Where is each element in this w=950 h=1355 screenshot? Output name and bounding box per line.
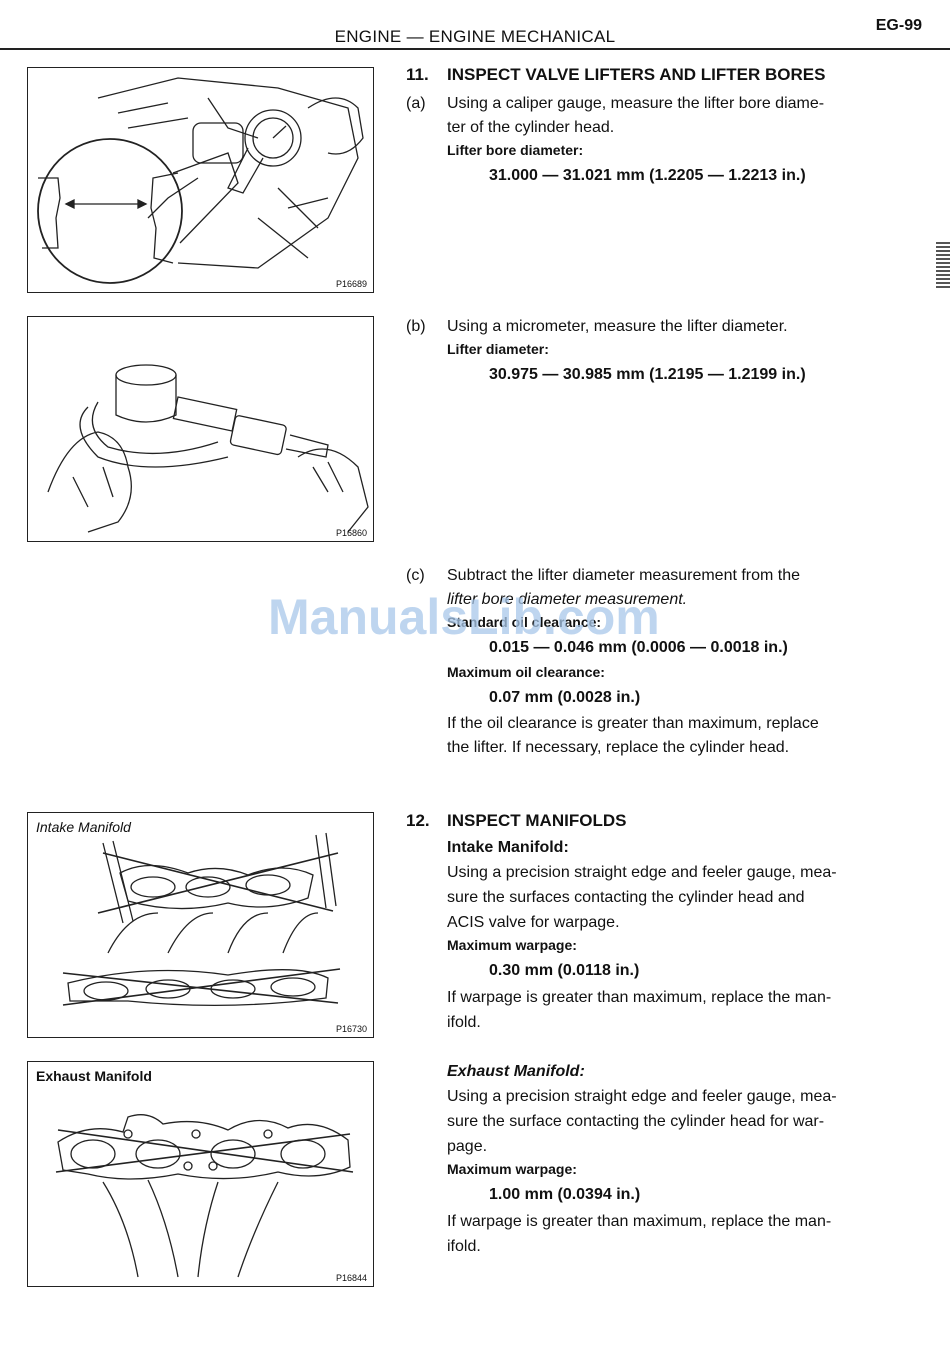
figure-id: P16860 bbox=[335, 528, 367, 538]
step-12-title: INSPECT MANIFOLDS bbox=[447, 811, 627, 830]
step-12-number: 12. bbox=[406, 811, 430, 830]
step-11a-spec-value: 31.000 — 31.021 mm (1.2205 — 1.2213 in.) bbox=[489, 167, 806, 184]
exhaust-line2: sure the surface contacting the cylinder… bbox=[447, 1113, 825, 1130]
step-11a-marker: (a) bbox=[406, 95, 426, 112]
figure-micrometer: P16860 bbox=[27, 316, 374, 542]
step-11c-max-label: Maximum oil clearance: bbox=[447, 664, 605, 680]
intake-heading: Intake Manifold: bbox=[447, 839, 569, 856]
step-11c-line2: lifter bore diameter measurement. bbox=[447, 591, 688, 608]
intake-spec-value: 0.30 mm (0.0118 in.) bbox=[489, 962, 640, 979]
step-11c-note1: If the oil clearance is greater than max… bbox=[447, 715, 819, 732]
step-11c-std-value: 0.015 — 0.046 mm (0.0006 — 0.0018 in.) bbox=[489, 639, 788, 656]
intake-line2: sure the surfaces contacting the cylinde… bbox=[447, 889, 805, 906]
intake-line1: Using a precision straight edge and feel… bbox=[447, 864, 837, 881]
step-11b-spec-value: 30.975 — 30.985 mm (1.2195 — 1.2199 in.) bbox=[489, 366, 806, 383]
exhaust-spec-value: 1.00 mm (0.0394 in.) bbox=[489, 1186, 641, 1203]
exhaust-manifold-illustration bbox=[55, 1114, 354, 1278]
step-11b-line1: Using a micrometer, measure the lifter d… bbox=[447, 318, 788, 335]
intake-note1: If warpage is greater than maximum, repl… bbox=[447, 989, 832, 1006]
figure-id: P16689 bbox=[335, 279, 367, 289]
exhaust-line1: Using a precision straight edge and feel… bbox=[447, 1088, 837, 1105]
exhaust-spec-label: Maximum warpage: bbox=[447, 1161, 577, 1177]
step-11c-marker: (c) bbox=[406, 567, 425, 584]
intake-manifold-illustration bbox=[62, 832, 341, 1006]
step-11b-spec-label: Lifter diameter: bbox=[447, 341, 549, 357]
exhaust-note1: If warpage is greater than maximum, repl… bbox=[447, 1213, 832, 1230]
step-11a-line2: ter of the cylinder head. bbox=[447, 119, 615, 136]
step-11c-note2: the lifter. If necessary, replace the cy… bbox=[447, 739, 790, 756]
step-11c-std-label: Standard oil clearance: bbox=[447, 614, 602, 630]
intake-note2: ifold. bbox=[447, 1014, 481, 1031]
figure-intake-manifold: Intake Manifold P16730 bbox=[27, 812, 374, 1038]
figure-label: Exhaust Manifold bbox=[36, 1068, 152, 1084]
step-11c-max-value: 0.07 mm (0.0028 in.) bbox=[489, 689, 641, 706]
watermark: ManualsLib.com bbox=[268, 589, 660, 645]
step-11a-line1: Using a caliper gauge, measure the lifte… bbox=[447, 95, 825, 112]
page-number: EG-99 bbox=[875, 17, 922, 34]
intake-spec-label: Maximum warpage: bbox=[447, 937, 577, 953]
header-rule bbox=[0, 48, 950, 50]
running-header: ENGINE — ENGINE MECHANICAL bbox=[334, 27, 616, 46]
figure-label: Intake Manifold bbox=[36, 819, 131, 835]
caliper-gauge-illustration bbox=[37, 77, 364, 284]
section-tab-mark bbox=[936, 240, 950, 288]
step-11b-marker: (b) bbox=[406, 318, 426, 335]
exhaust-line3: page. bbox=[447, 1138, 488, 1155]
step-11c-line1: Subtract the lifter diameter measurement… bbox=[447, 567, 801, 584]
exhaust-heading: Exhaust Manifold: bbox=[447, 1063, 585, 1080]
figure-exhaust-manifold: Exhaust Manifold P16844 bbox=[27, 1061, 374, 1287]
figure-id: P16730 bbox=[335, 1024, 367, 1034]
micrometer-illustration bbox=[47, 364, 369, 533]
figure-id: P16844 bbox=[335, 1273, 367, 1283]
exhaust-note2: ifold. bbox=[447, 1238, 481, 1255]
figure-caliper-gauge: P16689 bbox=[27, 67, 374, 293]
step-11-number: 11. bbox=[406, 65, 429, 84]
step-11-title: INSPECT VALVE LIFTERS AND LIFTER BORES bbox=[447, 65, 826, 84]
step-11a-spec-label: Lifter bore diameter: bbox=[447, 142, 584, 158]
intake-line3: ACIS valve for warpage. bbox=[447, 914, 620, 931]
